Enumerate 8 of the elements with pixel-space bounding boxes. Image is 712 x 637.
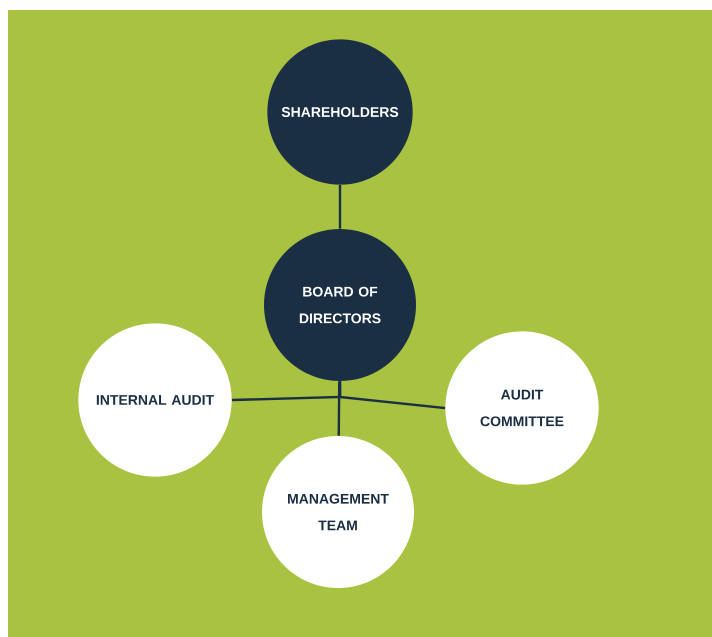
circle-node: MANAGEMENT TEAM — [262, 436, 414, 588]
connector-line — [338, 381, 446, 410]
circle-node: AUDIT COMMITTEE — [445, 331, 599, 485]
connector-line — [338, 381, 340, 436]
circle-node: BOARD OF DIRECTORS — [264, 229, 416, 381]
connector-line — [338, 184, 342, 229]
circle-node: INTERNAL AUDIT — [78, 323, 232, 477]
circle-node: SHAREHOLDERS — [267, 39, 413, 185]
